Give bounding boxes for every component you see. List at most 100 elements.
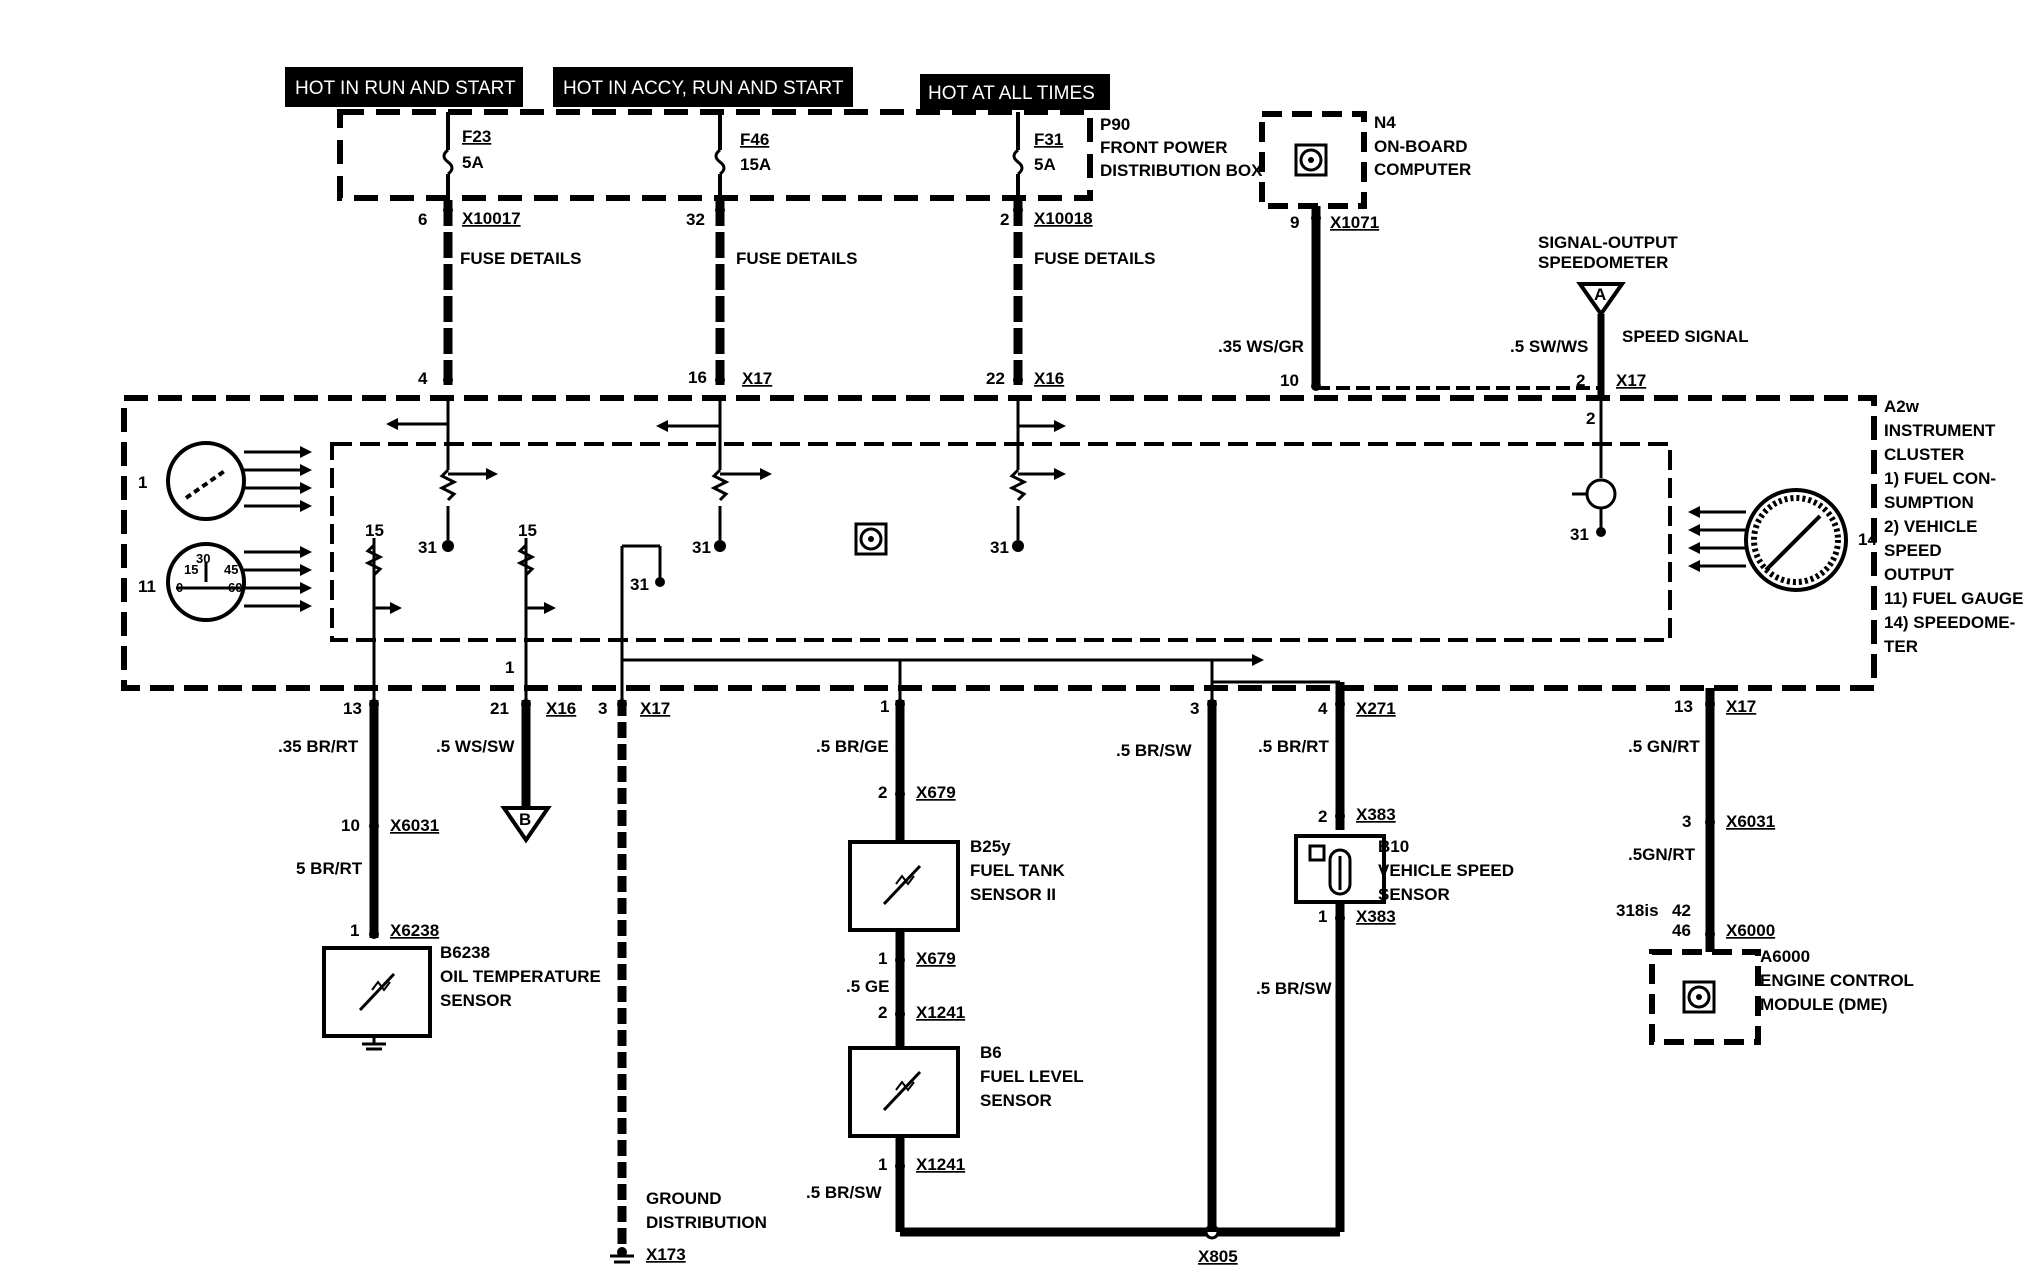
conn-x17-ecm: X17	[1726, 697, 1756, 716]
conn-x10018: X10018	[1034, 209, 1093, 228]
cluster-steering-icon	[854, 522, 888, 556]
conn-x10017: X10017	[462, 209, 521, 228]
pin-31-e: 31	[1570, 525, 1589, 544]
conn-x6238: X6238	[390, 921, 439, 940]
pin-2-cluster: 2	[1586, 409, 1595, 428]
p90-code: P90	[1100, 115, 1130, 134]
cluster-15-stub-a	[364, 538, 402, 700]
conn-x173: X173	[646, 1245, 686, 1264]
header-hot-run-start-text: HOT IN RUN AND START	[295, 78, 516, 99]
gauge-tick-0: 0	[176, 580, 183, 595]
pin-2-x1241: 2	[878, 1003, 887, 1022]
sensor-fuel-level	[848, 1046, 960, 1138]
pin-2-x383: 2	[1318, 807, 1327, 826]
b6238-line1: OIL TEMPERATURE	[440, 967, 601, 986]
pin-3-center: 3	[1190, 699, 1199, 718]
wire-ground-distribution	[610, 699, 634, 1264]
conn-x1071: X1071	[1330, 213, 1379, 232]
wire-fuel-sensors	[895, 699, 905, 1232]
wire-br-rt-plain: 5 BR/RT	[296, 859, 363, 878]
a2w-code: A2w	[1884, 397, 1920, 416]
feed-wire-1	[443, 200, 453, 385]
a2w-inner-box	[330, 442, 1672, 642]
a2w-legend-5: 11) FUEL GAUGE	[1884, 589, 2024, 608]
marker-a-triangle: A	[1576, 282, 1626, 318]
wire-gn-rt-2: .5GN/RT	[1628, 845, 1696, 864]
pin-15-a: 15	[365, 521, 384, 540]
wire-br-ge: .5 BR/GE	[816, 737, 889, 756]
pin-1-oil: 1	[350, 921, 359, 940]
p90-box	[337, 109, 1093, 201]
a2w-title1: INSTRUMENT	[1884, 421, 1996, 440]
sensor-oil-temp	[322, 946, 432, 1051]
wire-br-sw-b: .5 BR/SW	[806, 1183, 883, 1202]
pin-21: 21	[490, 699, 509, 718]
cluster-15-stub-b	[516, 538, 556, 700]
pin-1-b: 1	[505, 658, 514, 677]
pin-2-x17: 2	[1576, 371, 1585, 390]
conn-x805: X805	[1198, 1247, 1238, 1266]
conn-x6031-a: X6031	[390, 816, 439, 835]
pin-1-fuel: 1	[880, 697, 889, 716]
conn-x6031-b: X6031	[1726, 812, 1775, 831]
ground-line1: GROUND	[646, 1189, 722, 1208]
gauge-tick-15: 15	[184, 562, 198, 577]
b10-code: B10	[1378, 837, 1409, 856]
pin-22: 22	[986, 369, 1005, 388]
header-hot-accy-text: HOT IN ACCY, RUN AND START	[563, 78, 844, 99]
gauge-fuel-consumption	[166, 441, 312, 521]
a2w-legend-6: 14) SPEEDOME-	[1884, 613, 2015, 632]
pin-32: 32	[686, 210, 705, 229]
pin-4-x271: 4	[1318, 699, 1328, 718]
marker-b-text: B	[519, 810, 531, 829]
n4-steering-icon	[1294, 143, 1328, 177]
b25y-line2: SENSOR II	[970, 885, 1056, 904]
wire-gn-rt-1: .5 GN/RT	[1628, 737, 1700, 756]
cluster-feed-internal-3	[1008, 398, 1066, 552]
wire-ws-sw: .5 WS/SW	[436, 737, 515, 756]
a6000-line2: MODULE (DME)	[1760, 995, 1887, 1014]
a2w-legend-4: OUTPUT	[1884, 565, 1955, 584]
conn-x16-b: X16	[546, 699, 576, 718]
header-hot-run-start: HOT IN RUN AND START	[285, 67, 523, 107]
fuse-details-1: FUSE DETAILS	[460, 249, 582, 268]
p90-label: P90 FRONT POWER DISTRIBUTION BOX	[1100, 115, 1263, 180]
gauge-fuel-level: 30 15 45 0 60	[166, 542, 312, 622]
fuse-details-3: FUSE DETAILS	[1034, 249, 1156, 268]
n4-line2: COMPUTER	[1374, 160, 1471, 179]
fuse-f31-rating: 5A	[1034, 155, 1056, 174]
wire-to-b-marker: B	[500, 699, 552, 844]
sensor-vehicle-speed	[1294, 834, 1386, 904]
gauge-speedometer	[1688, 488, 1848, 592]
n4-wire	[1311, 206, 1321, 391]
cluster-ground-stub	[620, 544, 665, 700]
conn-x17-top: X17	[742, 369, 772, 388]
a6000-code: A6000	[1760, 947, 1810, 966]
pin-13-b: 13	[1674, 697, 1693, 716]
pin-31-b: 31	[692, 538, 711, 557]
pin-1-x679: 1	[878, 949, 887, 968]
pin-1-x383: 1	[1318, 907, 1327, 926]
header-hot-accy: HOT IN ACCY, RUN AND START	[553, 67, 853, 107]
pin-3-gnd: 3	[598, 699, 607, 718]
conn-x17-speed: X17	[1616, 371, 1646, 390]
gauge-tick-45: 45	[224, 562, 238, 577]
pin-10-top: 10	[1280, 371, 1299, 390]
pin-13-a: 13	[343, 699, 362, 718]
conn-x679-a: X679	[916, 783, 956, 802]
a2w-legend: A2w INSTRUMENT CLUSTER 1) FUEL CON- SUMP…	[1884, 397, 2024, 656]
b6238-line2: SENSOR	[440, 991, 512, 1010]
sensor-fuel-tank-ii	[848, 840, 960, 932]
a2w-title2: CLUSTER	[1884, 445, 1964, 464]
a2w-legend-0: 1) FUEL CON-	[1884, 469, 1996, 488]
a2w-legend-2: 2) VEHICLE	[1884, 517, 1978, 536]
conn-x383-b: X383	[1356, 907, 1396, 926]
conn-x271: X271	[1356, 699, 1396, 718]
pin-46: 46	[1672, 921, 1691, 940]
wire-br-rt-35: .35 BR/RT	[278, 737, 359, 756]
n4-line1: ON-BOARD	[1374, 137, 1468, 156]
b6-line1: FUEL LEVEL	[980, 1067, 1084, 1086]
a6000-steering-icon	[1682, 980, 1716, 1014]
n4-code: N4	[1374, 113, 1396, 132]
